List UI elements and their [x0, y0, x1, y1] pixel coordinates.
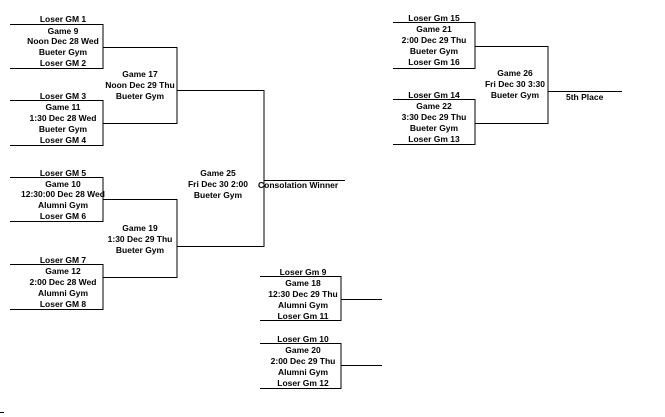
game-18-bottom-seed: Loser Gm 11: [277, 311, 329, 321]
game-17-time: Noon Dec 29 Thu: [105, 80, 175, 90]
game-21-title: Game 21: [416, 24, 452, 34]
game-9-bottom-seed: Loser GM 2: [39, 58, 87, 68]
game-20-venue: Alumni Gym: [277, 367, 329, 377]
game-11-time: 1:30 Dec 28 Wed: [29, 113, 97, 123]
fifth-place-label: 5th Place: [566, 92, 604, 102]
game-11-bottom-seed: Loser GM 4: [39, 135, 87, 145]
game-17-title: Game 17: [122, 69, 158, 79]
bracket-game-12: [10, 264, 104, 310]
game-11-top-seed: Loser GM 3: [39, 91, 87, 101]
game-12-top-seed: Loser GM 7: [39, 255, 87, 265]
game-22-venue: Bueter Gym: [409, 123, 459, 133]
game-17-venue: Bueter Gym: [115, 91, 165, 101]
game-22-title: Game 22: [416, 101, 452, 111]
game-25-venue: Bueter Gym: [193, 190, 243, 200]
game-18-venue: Alumni Gym: [277, 300, 329, 310]
game-22-top-seed: Loser Gm 14: [408, 90, 460, 100]
game-25-time: Fri Dec 30 2:00: [187, 179, 249, 189]
game-9-venue: Bueter Gym: [38, 47, 88, 57]
game-20-top-seed: Loser Gm 10: [277, 334, 329, 344]
game-22-bottom-seed: Loser Gm 13: [408, 134, 460, 144]
consolation-winner-label: Consolation Winner: [258, 180, 339, 190]
game-25-title: Game 25: [200, 168, 236, 178]
game-10-time: 12:30:00 Dec 28 Wed: [21, 189, 105, 199]
game-18-title: Game 18: [285, 278, 321, 288]
bracket-game-17: [103, 47, 178, 124]
game-20-title: Game 20: [285, 345, 321, 355]
game-19-venue: Bueter Gym: [115, 245, 165, 255]
bracket-game-21: [393, 22, 476, 69]
game-26-time: Fri Dec 30 3:30: [484, 79, 546, 89]
game-10-title: Game 10: [45, 179, 81, 189]
game-18-time: 12:30 Dec 29 Thu: [268, 289, 338, 299]
game-12-venue: Alumni Gym: [37, 288, 89, 298]
game-10-bottom-seed: Loser GM 6: [39, 211, 87, 221]
game-21-time: 2:00 Dec 29 Thu: [401, 35, 467, 45]
game-21-venue: Bueter Gym: [409, 46, 459, 56]
game-9-top-seed: Loser GM 1: [39, 14, 87, 24]
bracket-game-25: [177, 90, 265, 247]
game-11-title: Game 11: [45, 102, 81, 112]
game-11-venue: Bueter Gym: [38, 124, 88, 134]
game-22-time: 3:30 Dec 29 Thu: [401, 112, 467, 122]
game-21-top-seed: Loser Gm 15: [408, 13, 460, 23]
game-10-venue: Alumni Gym: [37, 200, 89, 210]
game-21-bottom-seed: Loser Gm 16: [408, 57, 460, 67]
game-12-title: Game 12: [45, 266, 81, 276]
bracket-game-22: [393, 99, 476, 145]
game-12-time: 2:00 Dec 28 Wed: [29, 277, 97, 287]
bracket-game-18: [260, 276, 342, 321]
bracket-game-19: [103, 199, 178, 278]
bracket-game-9: [10, 24, 104, 69]
game-20-bottom-seed: Loser Gm 12: [277, 378, 329, 388]
game-20-time: 2:00 Dec 29 Thu: [270, 356, 336, 366]
game-26-title: Game 26: [497, 68, 533, 78]
game-18-top-seed: Loser Gm 9: [279, 267, 327, 277]
game-9-title: Game 9: [47, 26, 79, 36]
game-19-time: 1:30 Dec 29 Thu: [107, 234, 173, 244]
game-9-time: Noon Dec 28 Wed: [27, 36, 99, 46]
game-12-bottom-seed: Loser GM 8: [39, 299, 87, 309]
game-19-title: Game 19: [122, 223, 158, 233]
game-10-top-seed: Loser GM 5: [39, 168, 87, 178]
bracket-game-26: [475, 46, 549, 124]
game-26-venue: Bueter Gym: [490, 90, 540, 100]
